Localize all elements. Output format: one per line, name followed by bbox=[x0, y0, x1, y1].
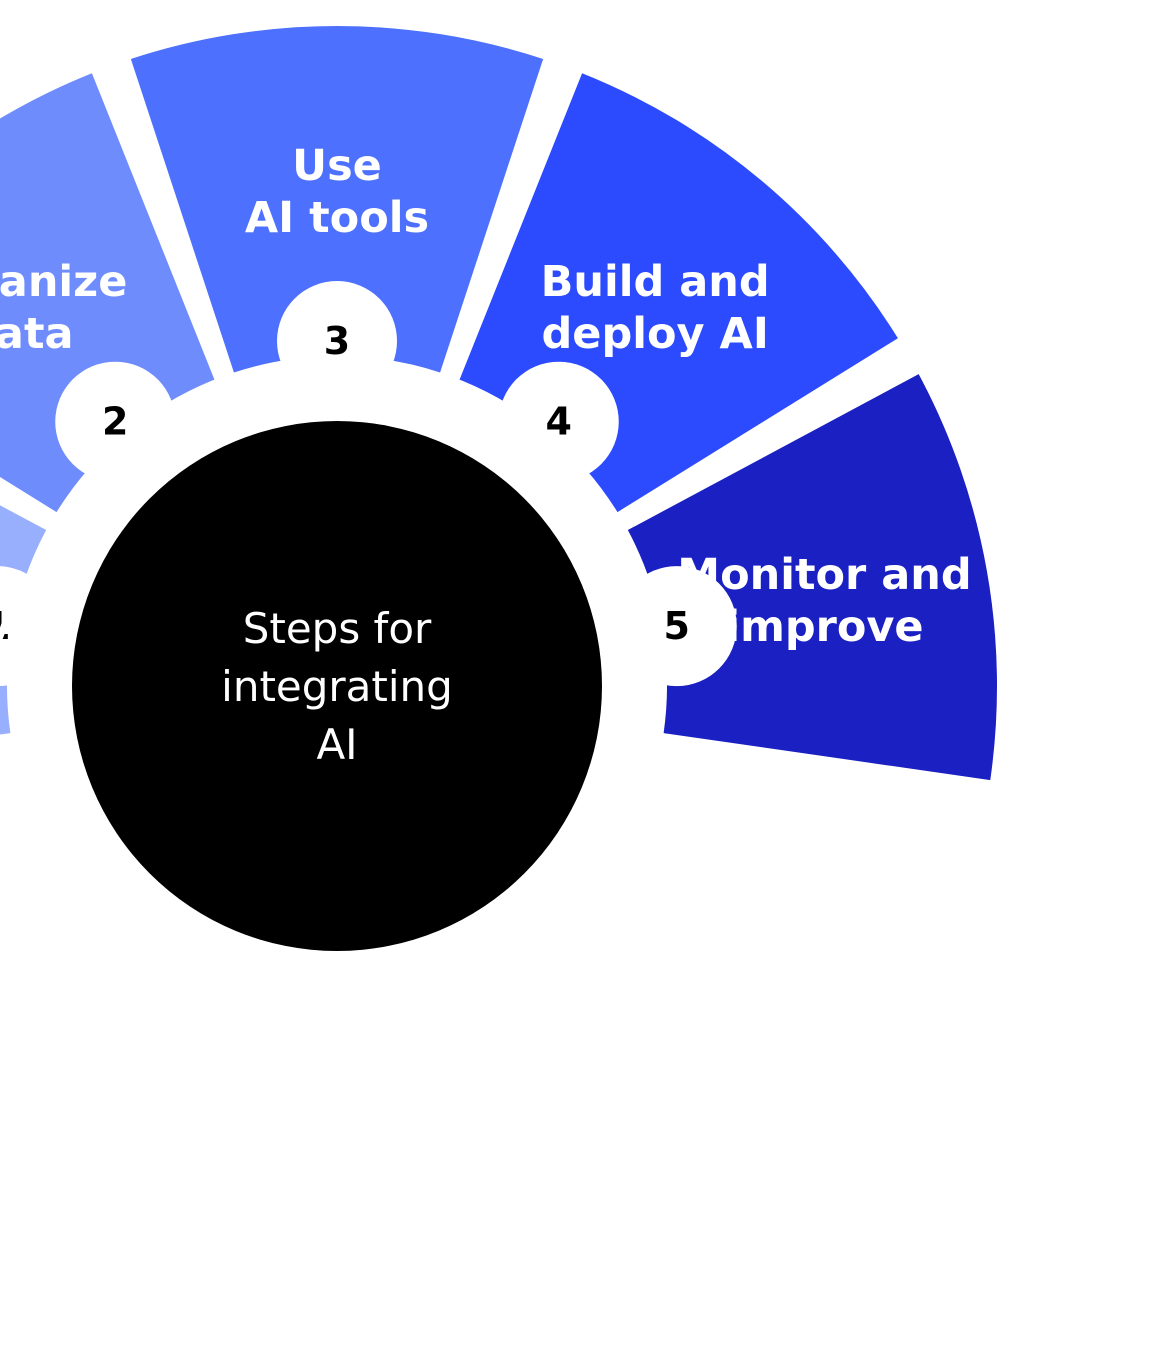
step-segment-1 bbox=[0, 505, 47, 735]
center-disc bbox=[72, 421, 602, 951]
step-number-2: 2 bbox=[102, 400, 128, 444]
step-badge-3 bbox=[277, 281, 397, 401]
step-label-2: Organizedata bbox=[0, 257, 127, 359]
step-number-badges: 1 2 3 4 5 bbox=[0, 281, 737, 687]
step-number-3: 3 bbox=[324, 319, 350, 363]
step-badge-2 bbox=[55, 361, 176, 482]
step-segment-3 bbox=[130, 25, 544, 373]
step-badge-5 bbox=[616, 566, 737, 687]
step-badge-1 bbox=[0, 566, 58, 687]
step-badge-4 bbox=[498, 361, 619, 482]
step-segment-5 bbox=[627, 374, 997, 781]
step-label-1: AssessCompatibility bbox=[0, 550, 12, 652]
step-number-1: 1 bbox=[0, 604, 10, 648]
step-number-4: 4 bbox=[546, 400, 572, 444]
step-number-5: 5 bbox=[664, 604, 690, 648]
